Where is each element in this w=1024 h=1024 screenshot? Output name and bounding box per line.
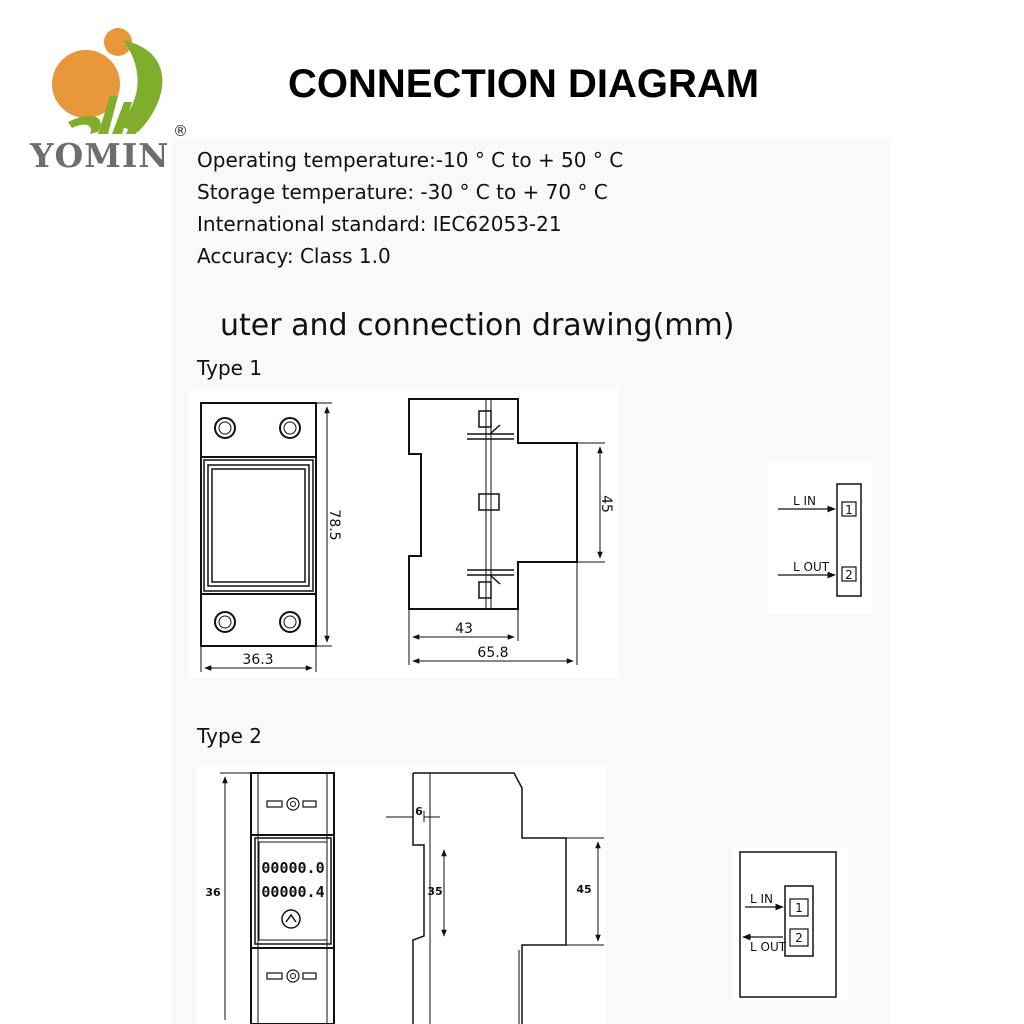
type2-terminal-diagram [739, 851, 837, 998]
type2-display-line2: 00000.4 [261, 883, 324, 901]
type2-terminal-out-label: L OUT [750, 940, 787, 954]
type2-terminal-1: 1 [795, 901, 803, 915]
spec-international-standard: International standard: IEC62053-21 [197, 212, 562, 236]
type2-side-view [386, 772, 604, 1024]
type1-front-view [200, 402, 332, 672]
type1-width-dimension: 36.3 [242, 652, 273, 668]
type2-side-height-dimension: 45 [576, 883, 591, 896]
brand-name: YOMIN [30, 136, 170, 175]
type1-side-height-dimension: 45 [598, 495, 614, 513]
type1-inner-depth-dimension: 43 [455, 621, 473, 637]
type1-label: Type 1 [197, 356, 263, 380]
type2-display-line1: 00000.0 [261, 859, 324, 877]
type2-height-dimension: 36 [205, 886, 221, 899]
type1-total-depth-dimension: 65.8 [477, 645, 508, 661]
type1-terminal-2: 2 [845, 568, 853, 582]
type2-label: Type 2 [197, 724, 263, 748]
type1-terminal-1: 1 [845, 503, 853, 517]
type1-terminal-diagram [778, 483, 862, 597]
type2-top-offset-dimension: 6 [415, 805, 423, 818]
type1-terminal-in-label: L IN [793, 494, 816, 508]
type2-terminal-in-label: L IN [750, 892, 773, 906]
type2-inner-height-dimension: 35 [427, 885, 442, 898]
type2-terminal-2: 2 [795, 931, 803, 945]
page-title: CONNECTION DIAGRAM [288, 62, 760, 106]
spec-storage-temperature: Storage temperature: -30 ° C to + 70 ° C [197, 180, 608, 204]
type1-height-dimension: 78.5 [326, 509, 342, 540]
spec-operating-temperature: Operating temperature:-10 ° C to + 50 ° … [197, 148, 624, 172]
yomin-logo-icon [52, 28, 163, 134]
type1-side-view [408, 398, 605, 665]
registered-mark: ® [173, 122, 188, 140]
spec-accuracy: Accuracy: Class 1.0 [197, 244, 391, 268]
type2-front-view [220, 772, 335, 1024]
type1-terminal-out-label: L OUT [793, 560, 830, 574]
section-title: uter and connection drawing(mm) [220, 308, 735, 343]
